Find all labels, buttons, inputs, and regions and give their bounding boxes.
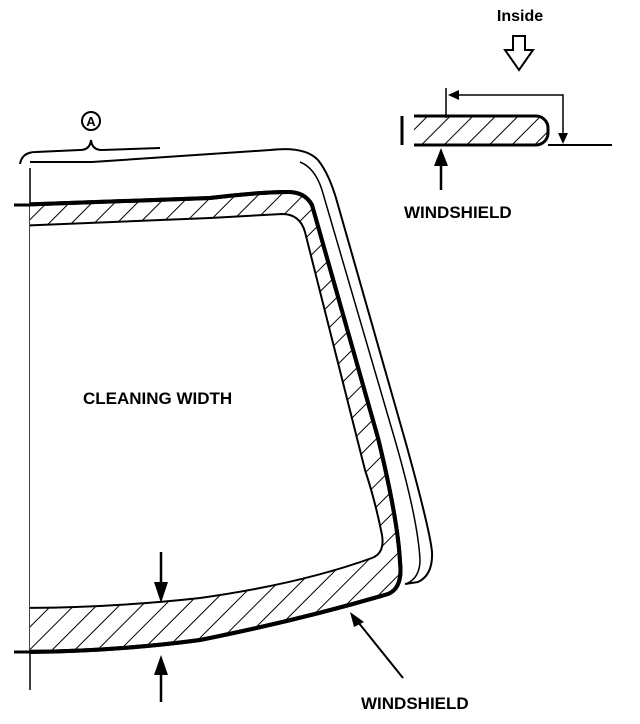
cleaning-width-dimension: [154, 552, 168, 702]
callout-a: A: [19, 111, 161, 165]
glass-section: [400, 114, 550, 147]
cleaning-width-label: CLEANING WIDTH: [83, 389, 232, 408]
arrow-down-head: [154, 582, 168, 603]
windshield-outer-stroke: [30, 189, 403, 654]
windshield-section-arrow: [434, 148, 448, 166]
windshield-label-section: WINDSHIELD: [404, 203, 512, 222]
callout-a-circle: [81, 111, 101, 131]
arrow-up-head: [154, 655, 168, 675]
callout-a-brace: [19, 139, 161, 165]
windshield-label-main: WINDSHIELD: [361, 694, 469, 713]
cross-section-detail: [394, 35, 612, 190]
cleaning-area-boundary: [30, 212, 384, 609]
callout-a-label: A: [86, 114, 96, 129]
overlap-dimension-line: [456, 94, 564, 140]
dimension-arrow-left: [448, 90, 459, 100]
body-molding-outline: [30, 148, 434, 585]
windshield-pointer-main: [350, 612, 404, 679]
windshield-glass-main: [30, 189, 403, 654]
dimension-arrow-down: [558, 133, 568, 144]
body-molding-inner-line: [299, 161, 421, 585]
inside-direction-arrow: [503, 35, 535, 72]
inside-label: Inside: [497, 8, 543, 25]
